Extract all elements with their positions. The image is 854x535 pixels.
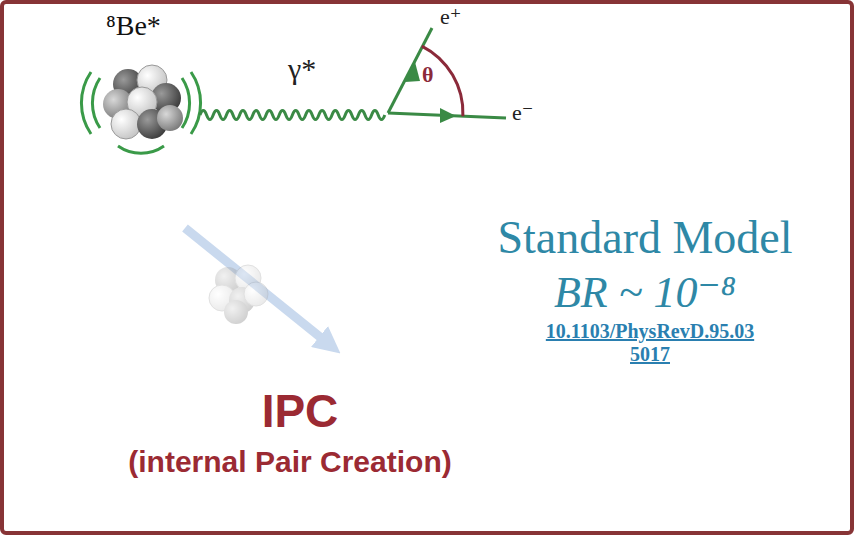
positron-label: e⁺ (440, 4, 461, 29)
electron-label: e⁻ (512, 100, 533, 125)
process-name: (internal Pair Creation) (40, 445, 540, 480)
excitation-arc (118, 146, 164, 153)
branching-ratio: BR ~ 10⁻⁸ (440, 268, 850, 319)
nucleon (244, 282, 268, 306)
nucleon (111, 109, 141, 139)
angle-arc (422, 46, 463, 116)
doi-link: 10.1103/PhysRevD.95.035017 (545, 320, 755, 366)
recoil-nucleus (209, 265, 268, 324)
excitation-arc (182, 78, 190, 128)
be8-nucleus (81, 65, 200, 153)
process-acronym: IPC (150, 385, 450, 438)
recoil-arrow (185, 228, 330, 345)
electron-arrow (440, 108, 456, 123)
photon-label: γ* (288, 52, 316, 87)
nucleon (157, 105, 183, 131)
positron-arrow (405, 62, 420, 82)
photon-wave (200, 111, 385, 120)
excitation-arc (191, 72, 201, 134)
angle-label: θ (422, 62, 433, 87)
excitation-arc (92, 78, 100, 128)
excitation-arc (81, 72, 91, 134)
model-heading: Standard Model (440, 212, 850, 265)
nucleon (224, 300, 248, 324)
nucleus-name: ⁸Be* (106, 10, 161, 42)
